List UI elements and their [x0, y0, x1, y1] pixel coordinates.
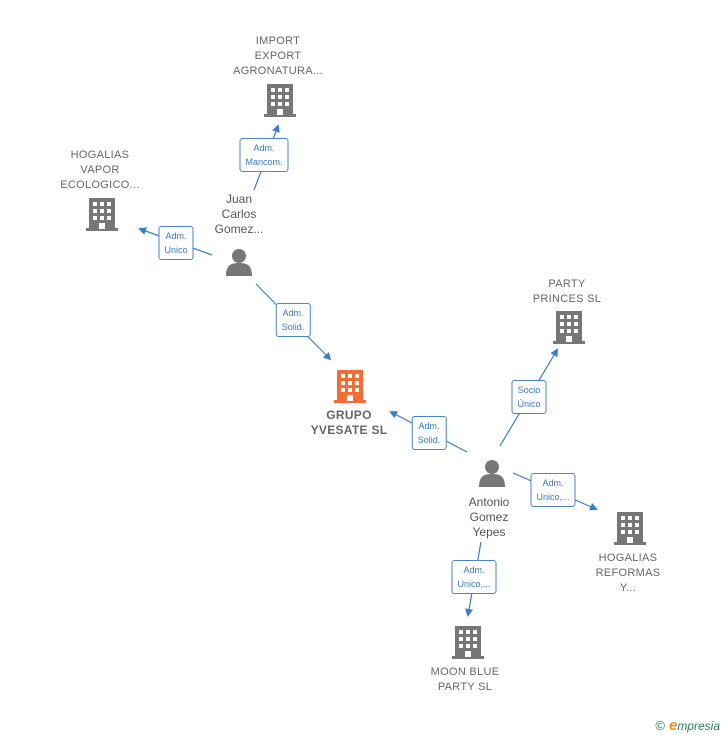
edge-label-antonio-moon: Adm. Unico,... — [451, 560, 497, 594]
empresia-logo: ©empresia — [655, 717, 720, 734]
company-moon-blue-label[interactable]: MOON BLUE PARTY SL — [430, 666, 500, 693]
edge-label-juan-hogalias: Adm. Unico — [158, 226, 194, 260]
building-icon[interactable] — [264, 84, 296, 117]
copyright-icon: © — [655, 718, 665, 733]
edge-label-antonio-party: Socio Único — [511, 380, 547, 414]
person-juan-label[interactable]: Juan Carlos Gomez... — [214, 192, 264, 236]
edge-label-juan-import: Adm. Mancom. — [239, 138, 289, 172]
person-antonio-label[interactable]: Antonio Gomez Yepes — [468, 495, 510, 539]
edge-label-juan-grupo: Adm. Solid. — [275, 303, 311, 337]
edge-label-antonio-reformas: Adm. Unico,... — [530, 473, 576, 507]
person-icon[interactable] — [226, 249, 252, 276]
company-grupo-yvesate-label[interactable]: GRUPO YVESATE SL — [310, 408, 388, 437]
company-import-export-label[interactable]: IMPORT EXPORT AGRONATURA... — [233, 35, 323, 77]
building-icon[interactable] — [452, 626, 484, 659]
main-building-icon[interactable] — [334, 370, 366, 403]
building-icon[interactable] — [86, 198, 118, 231]
company-hogalias-reformas-label[interactable]: HOGALIAS REFORMAS Y... — [595, 552, 661, 594]
building-icon[interactable] — [614, 512, 646, 545]
building-icon[interactable] — [553, 311, 585, 344]
company-party-princes-label[interactable]: PARTY PRINCES SL — [532, 278, 602, 305]
person-icon[interactable] — [479, 460, 505, 487]
edge-label-antonio-grupo: Adm. Solid. — [411, 416, 447, 450]
company-hogalias-vapor-label[interactable]: HOGALIAS VAPOR ECOLOGICO... — [60, 149, 140, 191]
